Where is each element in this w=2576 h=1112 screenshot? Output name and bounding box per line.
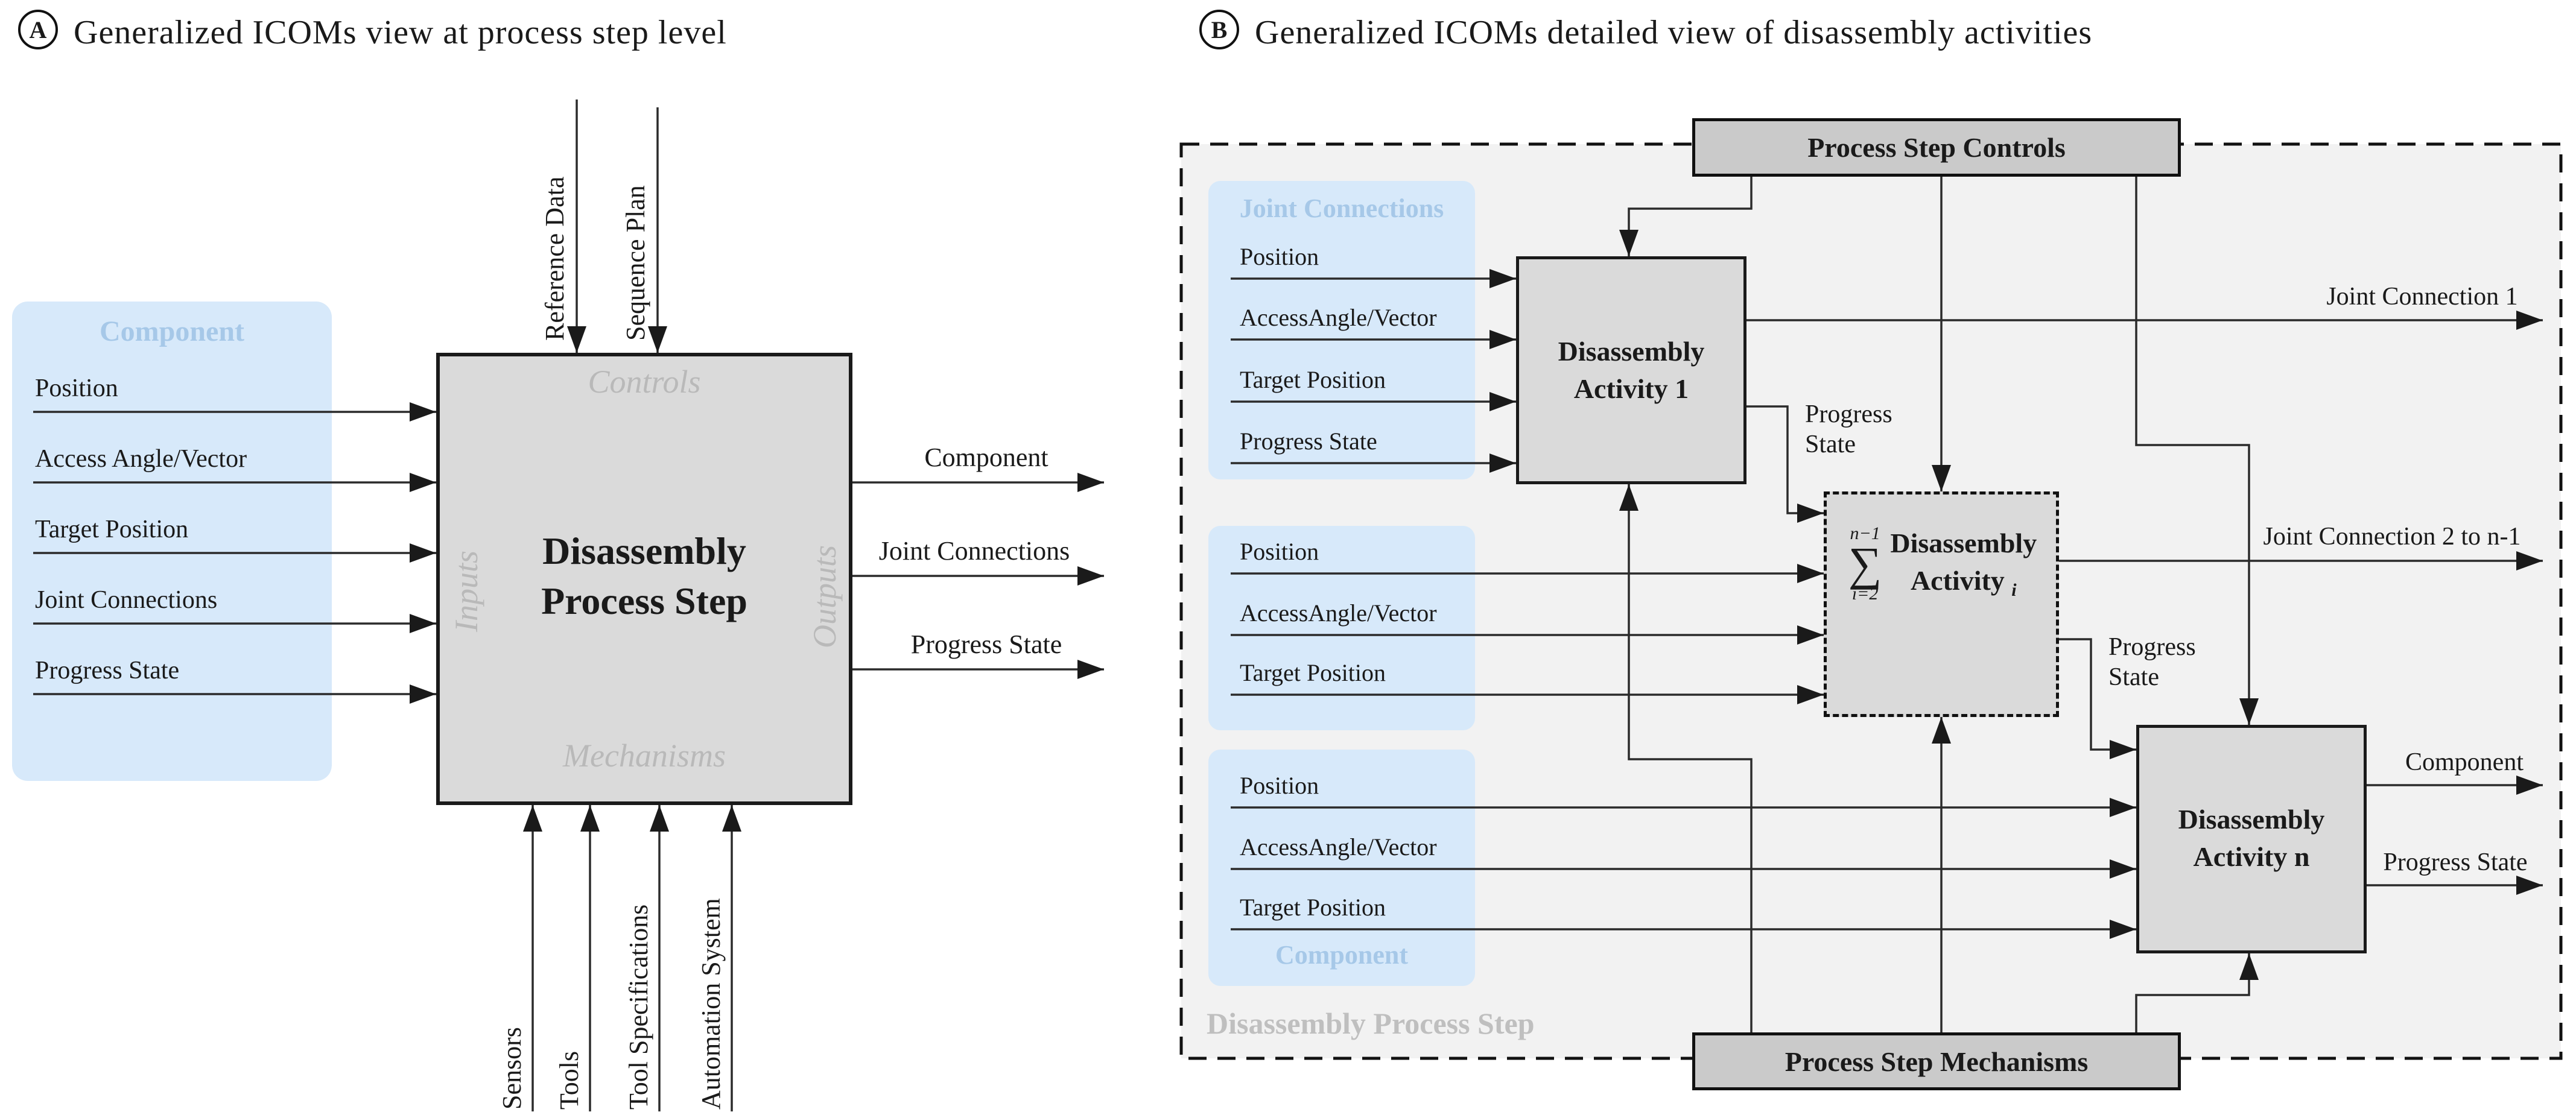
sigma-icon: ∑ [1848, 537, 1882, 590]
input-label-position-a: Position [35, 374, 118, 402]
process-step-mechanisms-label: Process Step Mechanisms [1784, 1046, 2089, 1077]
g1-label-progress-state: Progress State [1240, 428, 1377, 455]
panel-a-badge: A [18, 10, 58, 49]
arrow-b-control-activity1 [1619, 177, 1753, 256]
process-step-controls-box: Process Step Controls [1692, 118, 2181, 177]
panel-a-badge-letter: A [29, 16, 47, 43]
mechanism-label-automation-system: Automation System [696, 898, 726, 1110]
mechanisms-icom-label: Mechanisms [563, 738, 726, 774]
activity-n-title-line1: Disassembly [2178, 804, 2325, 835]
component-group-box-b [1208, 750, 1475, 986]
arrow-b-mech-activity-n [2135, 953, 2259, 1032]
label-progress-state-a1: Progress State [1805, 400, 1892, 459]
activity-i-title: Disassembly Activity i [1890, 525, 2037, 603]
joint-connections-group-title: Joint Connections [1239, 194, 1444, 223]
process-step-box-title-line2: Process Step [541, 580, 747, 623]
arrow-b-progress-state-a1-to-ai [1746, 405, 1824, 523]
mechanism-label-tools: Tools [554, 1050, 584, 1110]
disassembly-activity-n-box [2136, 725, 2367, 953]
arrow-b-progress-state-ai-to-an [2059, 638, 2136, 759]
activity-n-title-line2: Activity n [2193, 841, 2310, 873]
component-group-title-a: Component [99, 315, 245, 347]
component-group-footer: Component [1275, 940, 1409, 970]
g2-label-position: Position [1240, 538, 1319, 565]
panel-b-badge-letter: B [1211, 16, 1228, 43]
sum-operator: n−1 ∑ i=2 [1848, 525, 1882, 603]
control-label-sequence-plan: Sequence Plan [621, 185, 650, 341]
disassembly-process-step-box [436, 353, 852, 805]
process-step-controls-label: Process Step Controls [1807, 132, 2066, 163]
input-label-target-position-a: Target Position [35, 516, 189, 543]
label-joint-connection-1: Joint Connection 1 [2326, 283, 2518, 311]
g1-label-target-position: Target Position [1240, 366, 1386, 393]
disassembly-activity-i-box [1824, 491, 2059, 717]
process-step-mechanisms-box: Process Step Mechanisms [1692, 1032, 2181, 1090]
panel-a-title: Generalized ICOMs view at process step l… [74, 14, 727, 51]
panel-b-badge: B [1199, 10, 1239, 49]
output-label-progress-state-a: Progress State [910, 630, 1062, 659]
controls-icom-label: Controls [588, 364, 701, 400]
g2-label-access-angle: AccessAngle/Vector [1240, 599, 1437, 627]
activity-1-title: Disassembly Activity 1 [1516, 333, 1746, 408]
label-joint-connection-2-n1: Joint Connection 2 to n-1 [2263, 523, 2521, 551]
activity-i-title-line2: Activity i [1890, 562, 2037, 603]
output-label-joint-connections-a: Joint Connections [878, 536, 1070, 566]
panel-b-title: Generalized ICOMs detailed view of disas… [1255, 14, 2093, 51]
joint-connections-group-box [1208, 181, 1475, 479]
activity-i-title-line1: Disassembly [1890, 528, 2037, 559]
activity-n-title: Disassembly Activity n [2136, 801, 2367, 876]
activity-i-title-word: Activity [1910, 565, 2005, 596]
activity-i-content: n−1 ∑ i=2 Disassembly Activity i [1834, 525, 2051, 603]
label-progress-state-ai: Progress State [2108, 633, 2196, 692]
label-progress-state-out: Progress State [2383, 848, 2528, 876]
g3-label-access-angle: AccessAngle/Vector [1240, 833, 1437, 861]
control-label-reference-data: Reference Data [540, 176, 569, 341]
input-label-joint-connections-a: Joint Connections [35, 586, 218, 614]
process-step-box-title: Disassembly Process Step [436, 526, 852, 626]
activity-1-title-line1: Disassembly [1558, 336, 1705, 367]
output-label-component-a: Component [924, 443, 1048, 472]
g1-label-position: Position [1240, 243, 1319, 270]
g3-label-position: Position [1240, 772, 1319, 799]
container-watermark-label: Disassembly Process Step [1207, 1006, 1535, 1040]
sum-upper-limit: n−1 [1850, 523, 1880, 543]
arrow-b-mech-activity1 [1619, 484, 1753, 1032]
g1-label-access-angle: AccessAngle/Vector [1240, 304, 1437, 331]
label-component-out: Component [2405, 748, 2524, 776]
mechanism-label-tool-specifications: Tool Specifications [624, 904, 653, 1110]
activity-1-title-line2: Activity 1 [1573, 373, 1689, 405]
component-group-box-a [12, 302, 332, 781]
g3-label-target-position: Target Position [1240, 894, 1386, 921]
g2-label-target-position: Target Position [1240, 659, 1386, 686]
activity-i-subscript: i [2011, 580, 2017, 601]
middle-input-group-box [1208, 526, 1475, 730]
mechanism-label-sensors: Sensors [497, 1027, 527, 1110]
sum-lower-limit: i=2 [1851, 584, 1879, 604]
input-label-access-angle-a: Access Angle/Vector [35, 445, 247, 473]
arrow-b-control-activity-n [2135, 177, 2259, 725]
process-step-box-title-line1: Disassembly [542, 529, 746, 572]
input-label-progress-state-a: Progress State [35, 657, 180, 684]
disassembly-activity-1-box [1516, 256, 1746, 484]
